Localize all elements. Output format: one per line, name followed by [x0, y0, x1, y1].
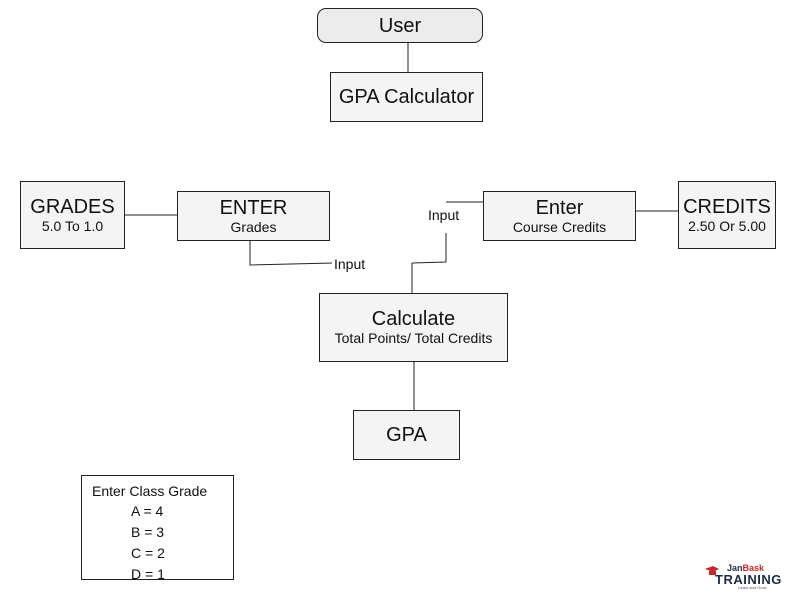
legend-row-a: A = 4: [131, 503, 164, 519]
legend-row-b: B = 3: [131, 524, 165, 540]
legend-row-c: C = 2: [131, 545, 165, 561]
credits-node: CREDITS 2.50 Or 5.00: [678, 181, 776, 249]
logo-main-text: TRAINING: [715, 572, 782, 587]
logo-name-part2: Bask: [742, 563, 765, 573]
janbask-training-logo: JanBask TRAINING Learn and Grow: [704, 563, 784, 591]
enter-grades-node: ENTER Grades: [177, 191, 330, 241]
calculate-formula: Total Points/ Total Credits: [334, 330, 493, 346]
logo-tagline: Learn and Grow: [738, 585, 767, 590]
enter-grades-label: ENTER: [219, 196, 288, 219]
grades-range: 5.0 To 1.0: [41, 217, 104, 234]
calculate-label: Calculate: [371, 308, 456, 330]
graduation-cap-icon: [705, 566, 719, 575]
credits-label: CREDITS: [683, 195, 771, 218]
grades-label: GRADES: [30, 195, 115, 218]
input-label-credits: Input: [426, 207, 462, 223]
gpa-label: GPA: [386, 424, 427, 446]
connector-enter-credits-calculate: [411, 233, 447, 264]
credits-range: 2.50 Or 5.00: [688, 217, 766, 234]
user-node-label: User: [378, 14, 422, 37]
connector-enter-grades-calculate: [249, 241, 334, 266]
grade-legend: Enter Class Grade A = 4 B = 3 C = 2 D = …: [81, 475, 234, 582]
enter-credits-sub: Course Credits: [512, 218, 607, 235]
grades-node: GRADES 5.0 To 1.0: [20, 181, 125, 249]
calculate-node: Calculate Total Points/ Total Credits: [319, 293, 508, 362]
enter-credits-node: Enter Course Credits: [483, 191, 636, 241]
enter-grades-sub: Grades: [230, 218, 277, 235]
gpa-calculator-label: GPA Calculator: [338, 86, 475, 108]
enter-credits-label: Enter: [535, 196, 584, 219]
gpa-calculator-node: GPA Calculator: [330, 72, 483, 122]
legend-row-d: D = 1: [131, 566, 165, 582]
legend-title: Enter Class Grade: [92, 483, 208, 499]
logo-brand-name: JanBask: [727, 563, 764, 573]
gpa-node: GPA: [353, 410, 460, 460]
logo-name-part1: Jan: [727, 563, 743, 573]
input-label-grades: Input: [332, 256, 368, 272]
user-node: User: [317, 8, 483, 43]
